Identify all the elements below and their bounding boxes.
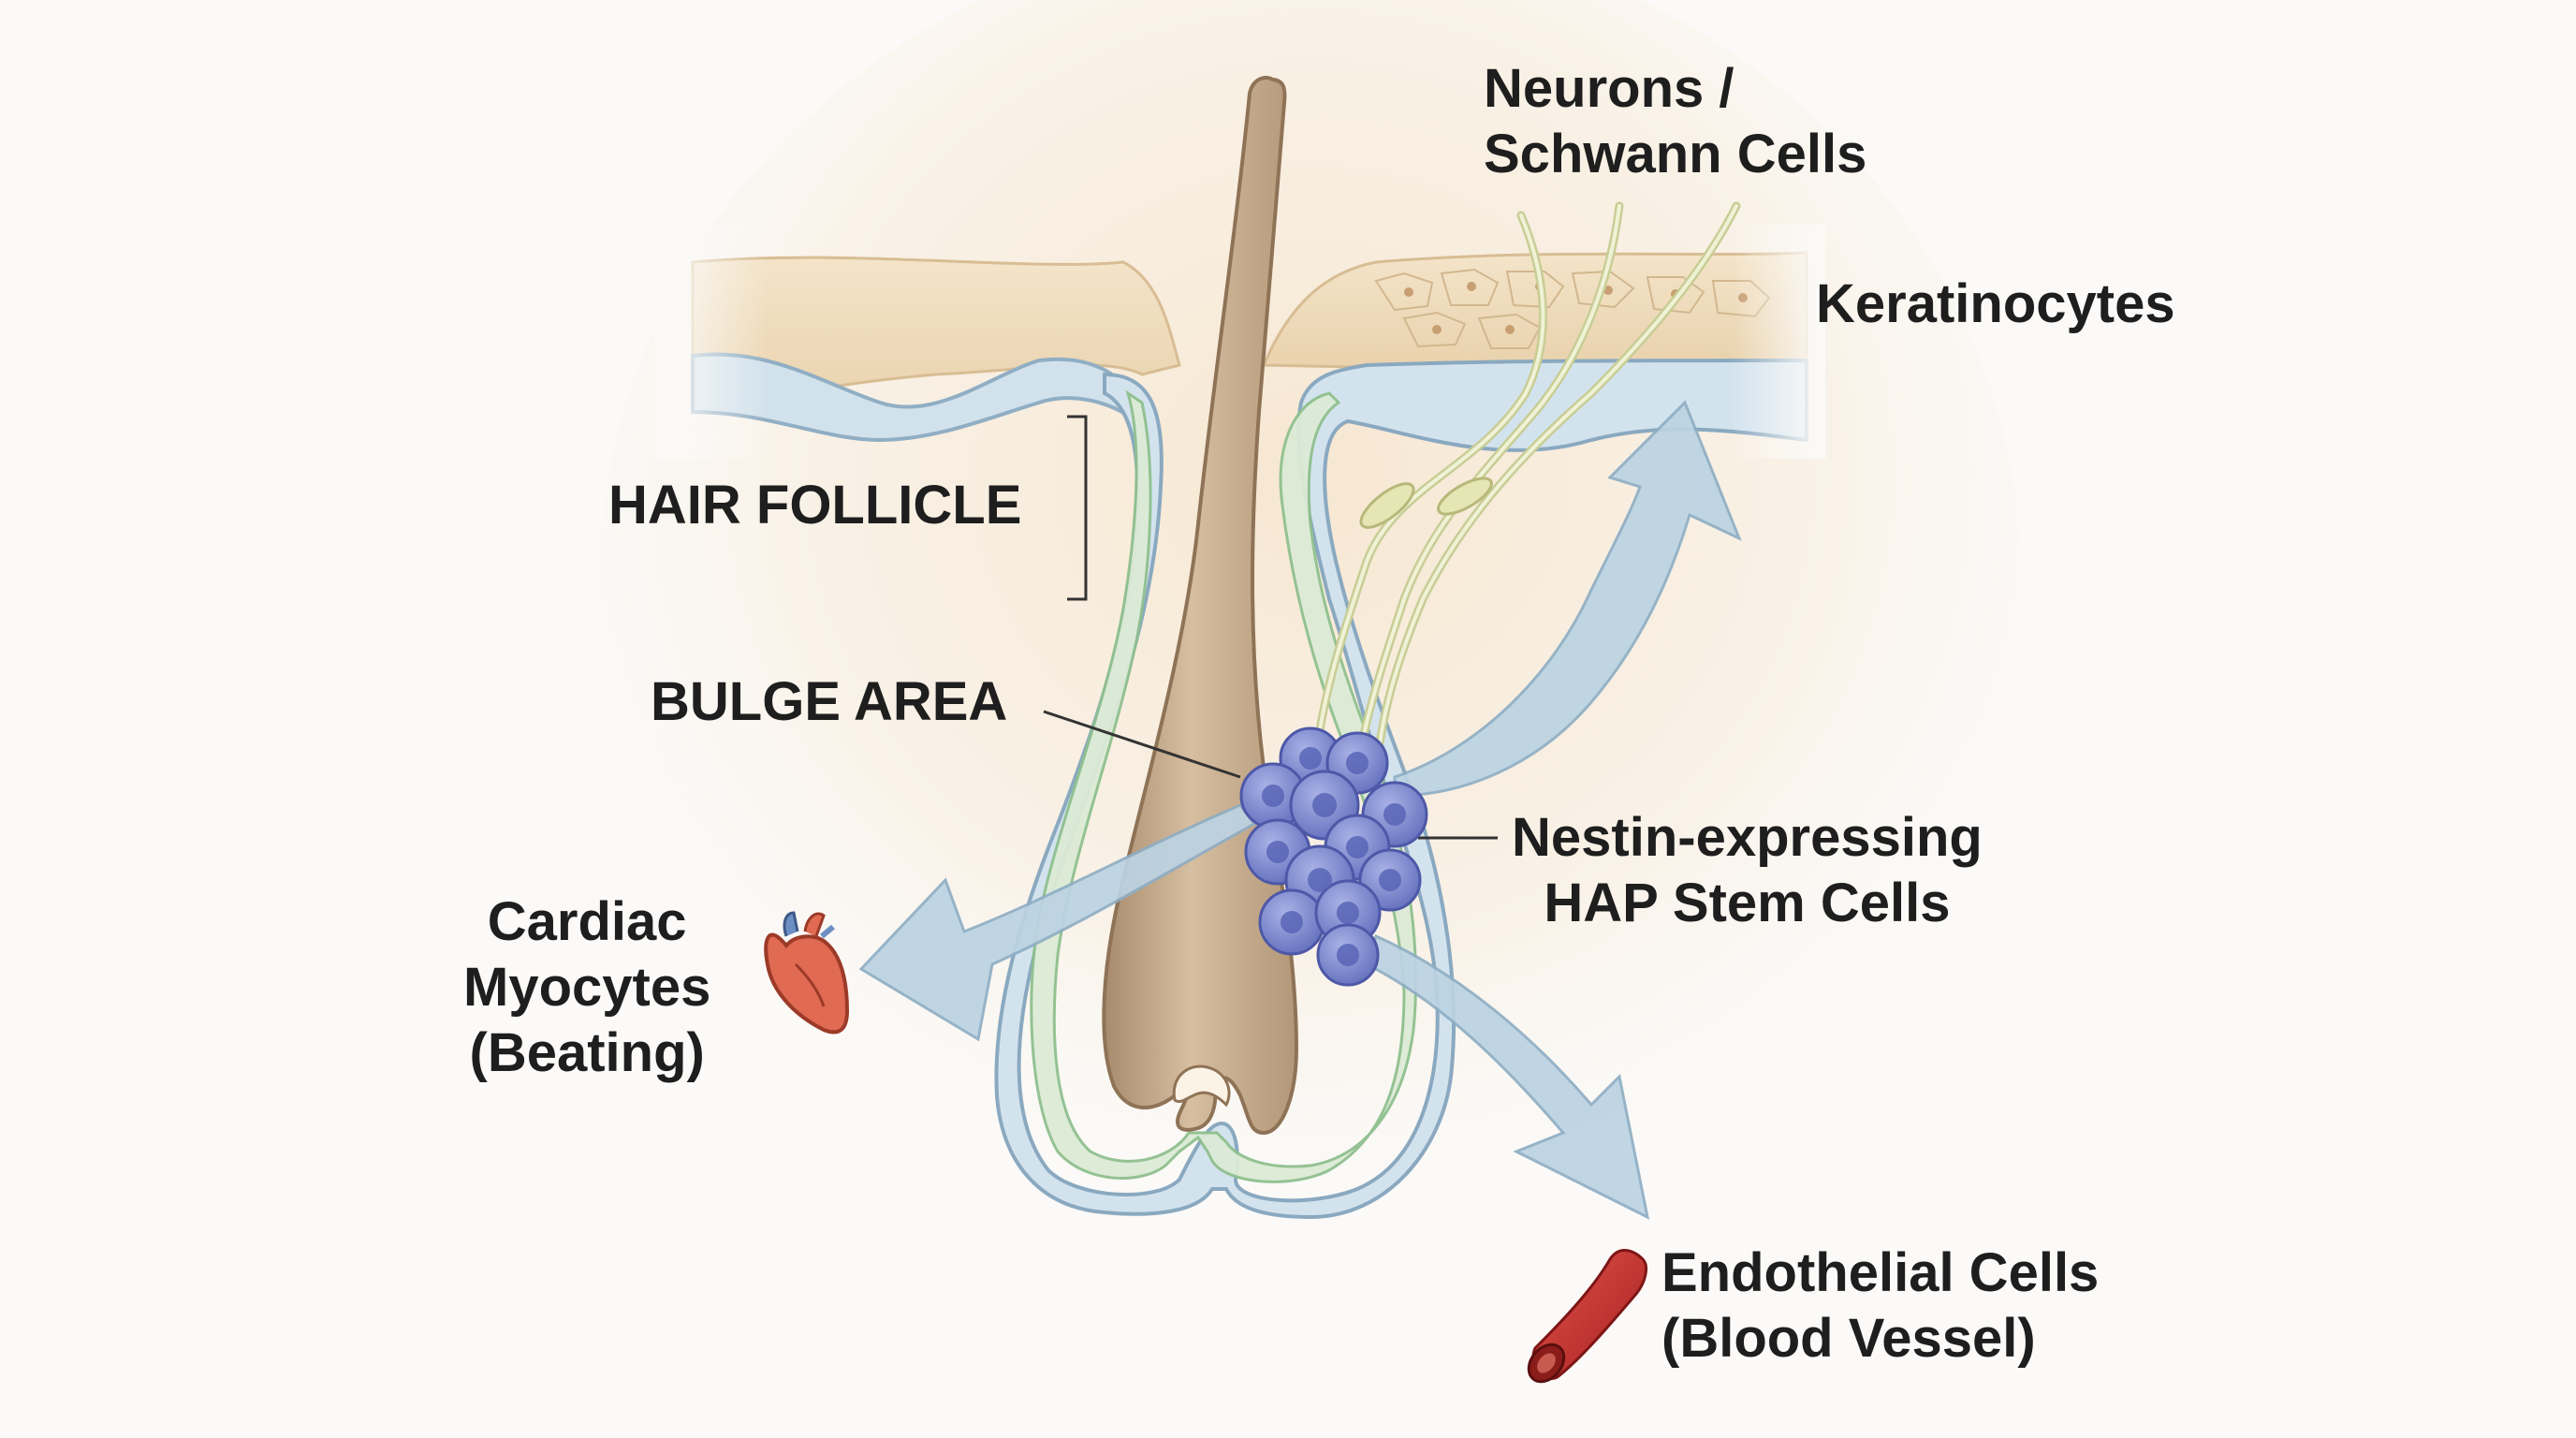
label-cardiac-line1: Cardiac xyxy=(487,891,687,952)
label-neurons: Neurons / Schwann Cells xyxy=(1484,56,1866,187)
nerve-fibers xyxy=(1315,201,1741,782)
label-stem-cells-line1: Nestin-expressing xyxy=(1512,807,1983,868)
label-endothelial-line1: Endothelial Cells xyxy=(1661,1242,2100,1303)
heart-icon xyxy=(764,911,850,1034)
stem-cell-nuclei xyxy=(1262,747,1406,966)
label-endothelial: Endothelial Cells (Blood Vessel) xyxy=(1661,1240,2099,1372)
leader-lines xyxy=(1043,415,1498,840)
label-hair-follicle: HAIR FOLLICLE xyxy=(608,475,1022,536)
schwann-cell-nodes xyxy=(1359,477,1493,529)
differentiation-arrows xyxy=(858,400,1742,1220)
label-neurons-line1: Neurons / xyxy=(1484,58,1734,119)
dermal-papilla xyxy=(1172,1064,1231,1108)
label-keratinocytes: Keratinocytes xyxy=(1816,273,2175,334)
label-cardiac: Cardiac Myocytes (Beating) xyxy=(463,889,710,1086)
arrow-endothelial xyxy=(1365,933,1650,1220)
blood-vessel-icon xyxy=(1527,1249,1647,1384)
label-bulge-area: BULGE AREA xyxy=(651,671,1008,732)
label-endothelial-line2: (Blood Vessel) xyxy=(1661,1308,2036,1369)
label-neurons-line2: Schwann Cells xyxy=(1484,124,1867,184)
label-stem-cells: Nestin-expressing HAP Stem Cells xyxy=(1512,805,1983,936)
arrow-keratinocytes xyxy=(1393,400,1742,798)
label-stem-cells-line2: HAP Stem Cells xyxy=(1544,873,1951,933)
label-cardiac-line3: (Beating) xyxy=(469,1022,705,1083)
arrow-cardiac xyxy=(858,803,1257,1042)
inner-root-sheath xyxy=(1030,389,1418,1183)
label-cardiac-line2: Myocytes xyxy=(463,957,711,1018)
stem-cell-cluster xyxy=(1239,726,1428,987)
